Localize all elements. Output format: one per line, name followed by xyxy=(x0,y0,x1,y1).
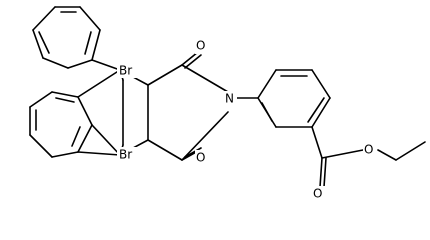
o-ester-carbonyl-label: O xyxy=(313,187,322,201)
bond-line xyxy=(395,141,426,161)
bond-line xyxy=(38,31,50,54)
bond-line xyxy=(55,97,75,103)
bond-line xyxy=(29,91,53,108)
o-ester-ether-label: O xyxy=(364,143,373,157)
bond-line xyxy=(181,111,229,161)
bond-line xyxy=(321,149,364,159)
bond-line xyxy=(184,54,202,69)
o-imide-lower-label: O xyxy=(196,151,205,165)
atom-br-upper: Br xyxy=(117,62,139,78)
bond-line xyxy=(51,91,79,98)
bond-line xyxy=(257,69,277,99)
bond-line xyxy=(147,64,183,86)
bond-line xyxy=(79,6,101,31)
bond-line xyxy=(311,97,331,128)
atom-n-imide: N xyxy=(223,91,237,107)
bond-line xyxy=(184,147,202,158)
bond-line xyxy=(319,157,323,188)
atom-o-ester-carbonyl: O xyxy=(312,186,326,202)
bond-line xyxy=(307,97,325,123)
atom-o-imide-lower: O xyxy=(195,150,209,166)
bond-line xyxy=(91,29,101,61)
bond-line xyxy=(147,139,183,161)
o-imide-upper-label: O xyxy=(196,39,205,53)
bond-line xyxy=(32,6,56,31)
br-lower-label: Br xyxy=(119,148,132,162)
bond-line xyxy=(311,69,331,99)
bond-line xyxy=(77,69,121,98)
br-upper-label: Br xyxy=(119,64,132,78)
bond-line xyxy=(29,134,53,158)
bond-line xyxy=(77,151,121,156)
bond-line xyxy=(51,151,79,158)
atom-o-imide-upper: O xyxy=(195,38,209,54)
atom-o-ester-ether: O xyxy=(363,142,377,158)
n-imide-label: N xyxy=(225,92,234,106)
bond-line xyxy=(84,31,92,55)
bond-line xyxy=(71,126,81,147)
bond-line xyxy=(67,59,93,69)
atom-br-lower: Br xyxy=(117,147,139,163)
bond-line xyxy=(77,96,93,126)
bond-line xyxy=(32,29,44,59)
bond-line xyxy=(377,149,397,161)
bond-line xyxy=(42,57,69,69)
bond-line xyxy=(261,102,273,122)
bond-line xyxy=(77,124,93,153)
atom-labels: Br Br O O N O O xyxy=(117,38,377,202)
bond-line xyxy=(181,64,229,93)
bond-lines xyxy=(29,6,426,188)
bond-line xyxy=(91,59,121,71)
bond-line xyxy=(181,51,199,66)
chemical-structure: Br Br O O N O O xyxy=(29,6,426,202)
bond-line xyxy=(311,126,323,159)
bond-line xyxy=(323,157,327,188)
bond-line xyxy=(91,124,121,156)
